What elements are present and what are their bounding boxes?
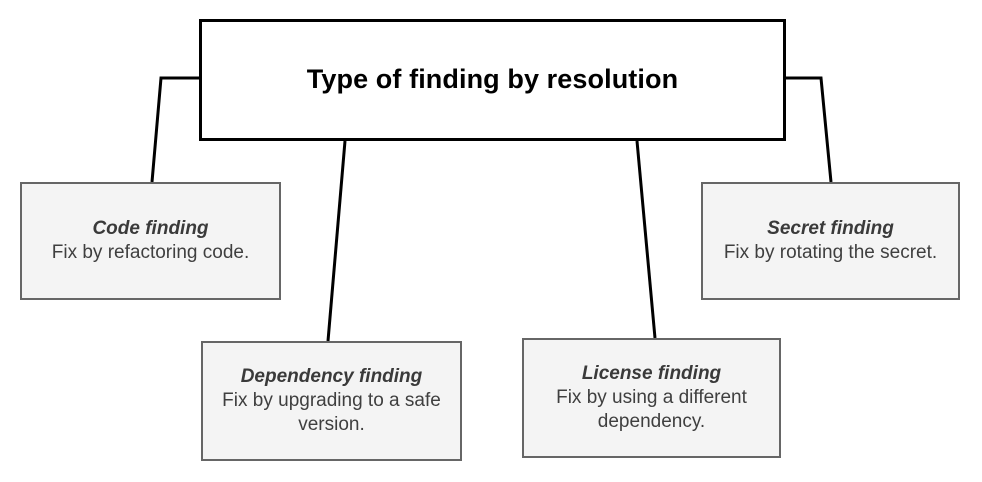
node-root[interactable]: Type of finding by resolution [199, 19, 786, 141]
connector-root-to-dependency-finding [326, 140, 347, 342]
connector-root-to-code-finding [150, 76, 199, 183]
code-finding-title: Code finding [92, 218, 209, 240]
root-title: Type of finding by resolution [306, 64, 679, 95]
dependency-finding-title: Dependency finding [240, 366, 423, 388]
secret-finding-title: Secret finding [767, 218, 894, 240]
connector-root-to-secret-finding [786, 76, 833, 183]
license-finding-title: License finding [581, 363, 722, 385]
node-dependency-finding[interactable]: Dependency finding Fix by upgrading to a… [201, 341, 462, 461]
secret-finding-description: Fix by rotating the secret. [723, 242, 938, 263]
node-code-finding[interactable]: Code finding Fix by refactoring code. [20, 182, 281, 300]
license-finding-description: Fix by using a different dependency. [556, 387, 747, 432]
code-finding-description: Fix by refactoring code. [51, 242, 250, 263]
node-license-finding[interactable]: License finding Fix by using a different… [522, 338, 781, 458]
connector-root-to-license-finding [635, 140, 657, 339]
node-secret-finding[interactable]: Secret finding Fix by rotating the secre… [701, 182, 960, 300]
dependency-finding-description: Fix by upgrading to a safe version. [222, 390, 441, 435]
